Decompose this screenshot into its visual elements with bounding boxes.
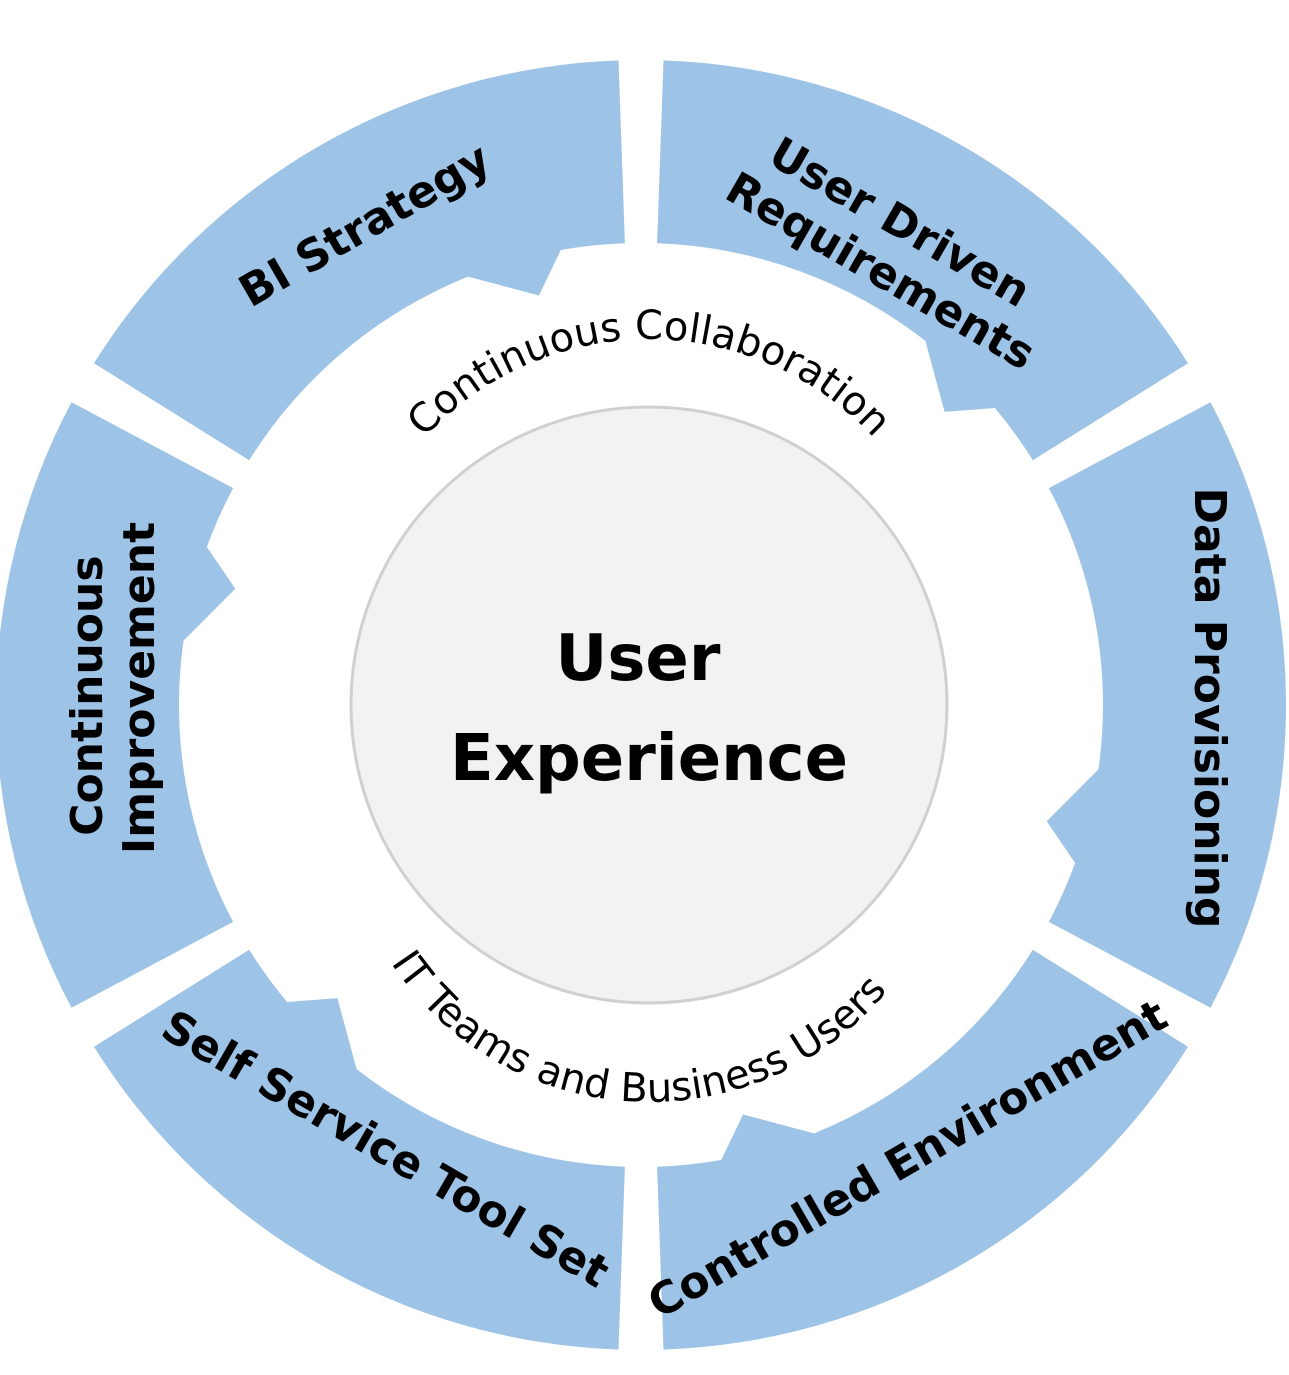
segment-data-provisioning [1046,402,1286,1008]
label-data-provisioning: Data Provisioning [1184,488,1235,929]
segments-ring [0,60,1286,1350]
segment-controlled-environment [657,949,1188,1350]
center-circle [349,405,949,1005]
label-continuous-improvement: Continuous Improvement [62,522,165,854]
segment-self-service-tool-set [94,949,625,1350]
segment-bi-strategy [94,60,625,461]
center-title: User Experience [450,622,848,796]
segment-user-driven-requirements [657,60,1188,461]
segment-continuous-improvement [0,402,236,1008]
